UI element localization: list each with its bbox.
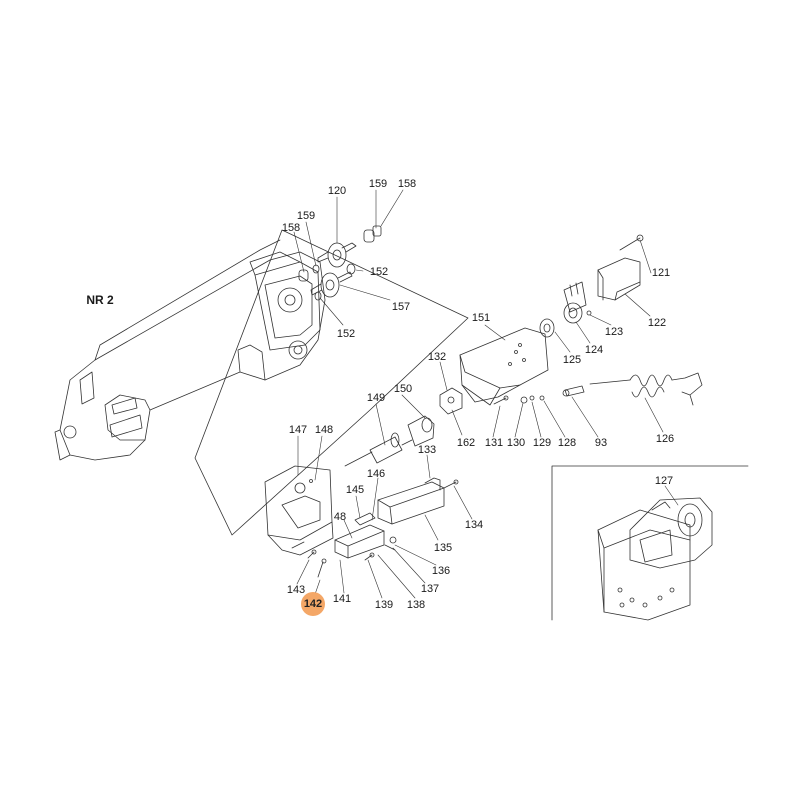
- part-label-129[interactable]: 129: [532, 437, 552, 449]
- brush-ring-132: [439, 387, 463, 415]
- part-label-159-left[interactable]: 159: [296, 210, 316, 222]
- part-label-138[interactable]: 138: [406, 599, 426, 611]
- part-label-125[interactable]: 125: [562, 354, 582, 366]
- part-label-48[interactable]: 48: [333, 511, 347, 523]
- part-label-123[interactable]: 123: [604, 326, 624, 338]
- motor-cover-122: [597, 234, 644, 301]
- part-label-127[interactable]: 127: [654, 475, 674, 487]
- part-label-159-top[interactable]: 159: [368, 178, 388, 190]
- capacitor-48: [334, 512, 397, 559]
- part-label-152-right[interactable]: 152: [369, 266, 389, 278]
- small-hardware: [493, 385, 585, 405]
- frame-cover-box: [194, 229, 469, 536]
- part-label-120[interactable]: 120: [327, 185, 347, 197]
- part-label-158-left[interactable]: 158: [281, 222, 301, 234]
- part-label-150[interactable]: 150: [393, 383, 413, 395]
- part-label-148[interactable]: 148: [314, 424, 334, 436]
- part-label-149[interactable]: 149: [366, 392, 386, 404]
- part-label-151[interactable]: 151: [471, 312, 491, 324]
- inset-motor-127: [597, 485, 713, 621]
- part-label-142-highlighted[interactable]: 142: [303, 598, 323, 610]
- part-label-128[interactable]: 128: [557, 437, 577, 449]
- brush-holder-124: [563, 281, 592, 324]
- part-label-93[interactable]: 93: [594, 437, 608, 449]
- leader-lines: [293, 189, 664, 601]
- armature-149: [344, 415, 435, 467]
- part-label-126[interactable]: 126: [655, 433, 675, 445]
- part-label-133[interactable]: 133: [417, 444, 437, 456]
- highlight-marker: [301, 592, 325, 616]
- part-label-131[interactable]: 131: [484, 437, 504, 449]
- gear-assembly: [298, 225, 382, 301]
- part-label-147[interactable]: 147: [288, 424, 308, 436]
- power-cable-126: [589, 372, 703, 406]
- part-label-145[interactable]: 145: [345, 484, 365, 496]
- screws-lower: [307, 549, 375, 578]
- part-label-146[interactable]: 146: [366, 468, 386, 480]
- part-label-139[interactable]: 139: [374, 599, 394, 611]
- part-label-137[interactable]: 137: [420, 583, 440, 595]
- motor-base-plate: [264, 465, 334, 556]
- part-label-132[interactable]: 132: [427, 351, 447, 363]
- inset-frame: [551, 465, 749, 621]
- part-label-136[interactable]: 136: [431, 565, 451, 577]
- saw-frame-outline: [54, 239, 326, 461]
- part-label-135[interactable]: 135: [433, 542, 453, 554]
- part-label-158-top[interactable]: 158: [397, 178, 417, 190]
- motor-housing-151: [459, 318, 555, 406]
- switch-box-133: [377, 477, 459, 525]
- part-label-152-lower[interactable]: 152: [336, 328, 356, 340]
- part-label-162[interactable]: 162: [456, 437, 476, 449]
- part-label-124[interactable]: 124: [584, 344, 604, 356]
- part-label-130[interactable]: 130: [506, 437, 526, 449]
- part-label-143[interactable]: 143: [286, 584, 306, 596]
- part-label-157[interactable]: 157: [391, 301, 411, 313]
- part-label-122[interactable]: 122: [647, 317, 667, 329]
- part-label-141[interactable]: 141: [332, 593, 352, 605]
- part-label-121[interactable]: 121: [651, 267, 671, 279]
- assembly-label: NR 2: [86, 293, 114, 307]
- part-label-134[interactable]: 134: [464, 519, 484, 531]
